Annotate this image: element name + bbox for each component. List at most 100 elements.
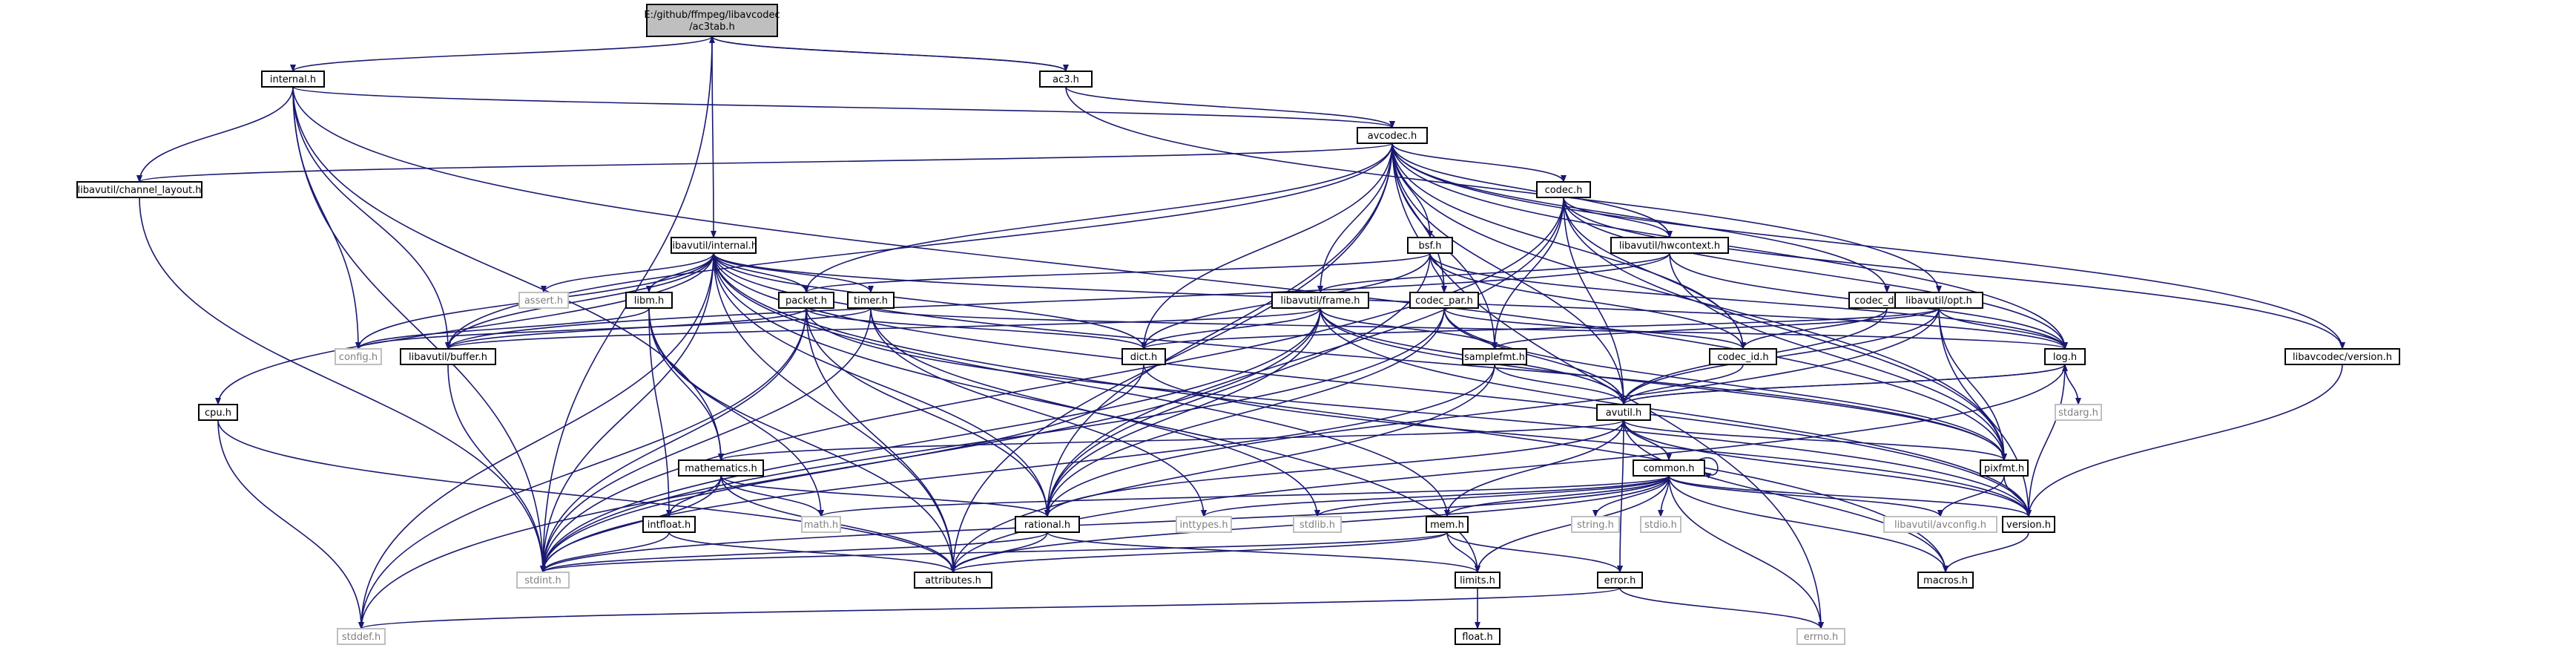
edge-hwctx-to-frame [1317,252,1670,293]
node-chlayout[interactable]: libavutil/channel_layout.h [76,181,202,198]
node-hwctx[interactable]: libavutil/hwcontext.h [1610,237,1729,254]
node-float[interactable]: float.h [1455,628,1501,645]
edge-chlayout-to-stdint [139,197,546,573]
node-label: stdint.h [524,575,561,586]
node-bsf[interactable]: bsf.h [1407,237,1453,254]
node-assert: assert.h [518,292,569,309]
node-box [1980,459,2029,477]
edge-mem-to-error [1446,531,1623,573]
edge-avcodec-to-chlayout [136,143,1393,183]
node-internal[interactable]: internal.h [261,71,325,88]
node-buffer[interactable]: libavutil/buffer.h [400,348,496,365]
node-box [1293,516,1342,533]
node-dict[interactable]: dict.h [1121,348,1166,365]
edge-common-to-mem [1444,475,1670,517]
node-string: string.h [1571,516,1620,533]
edge-pixfmt-to-avconfig [1937,475,2005,517]
edge-lavuint-to-stdint [540,252,714,573]
node-common[interactable]: common.h [1633,459,1705,477]
node-macros[interactable]: macros.h [1917,572,1974,589]
node-cpu[interactable]: cpu.h [198,404,238,421]
node-config: config.h [335,348,382,365]
edge-avcodec-to-buffer [445,143,1393,350]
node-version[interactable]: version.h [2002,516,2055,533]
node-box [646,4,778,37]
node-intfloat[interactable]: intfloat.h [642,516,696,533]
edge-avutil-to-mathematics [718,419,1624,461]
edge-lavuint-to-libm [646,252,714,293]
edge-opt-to-dict [1141,307,1940,350]
node-avutil[interactable]: avutil.h [1596,404,1651,421]
node-box [1357,127,1428,144]
node-codecpar[interactable]: codec_par.h [1409,292,1479,309]
node-label: math.h [804,520,838,531]
node-root[interactable]: E:/github/ffmpeg/libavcodec/ac3tab.h [644,4,780,37]
edge-common-to-avconfig [1668,475,1943,517]
node-box [801,516,841,533]
node-label: rational.h [1024,520,1070,531]
node-codecid[interactable]: codec_id.h [1709,348,1777,365]
edge-mem-to-limits [1446,531,1480,573]
node-label: avcodec.h [1368,131,1417,142]
edge-lavuint-to-cpu [215,252,714,405]
node-box [1455,572,1501,589]
edge-frame-to-pixfmt [1320,307,2007,461]
node-avcodec[interactable]: avcodec.h [1357,127,1428,144]
node-box [198,404,238,421]
edge-mem-to-stdint [540,531,1448,573]
edge-opt-to-rational [1044,307,1940,517]
nodes-layer: E:/github/ffmpeg/libavcodec/ac3tab.h inte… [76,4,2400,645]
edge-ac3-to-root [709,36,1067,72]
edge-avcodec-to-dict [1141,143,1393,350]
node-ac3[interactable]: ac3.h [1039,71,1093,88]
node-mathematics[interactable]: mathematics.h [678,459,764,477]
node-box [1883,516,1997,533]
edge-version-to-macros [1943,531,2029,573]
node-label: codec_par.h [1415,295,1473,307]
node-label: common.h [1644,463,1695,474]
node-box [518,292,569,309]
edge-common-to-inttypes [1201,475,1670,517]
edge-timer-to-inttypes [870,307,1207,517]
node-attributes[interactable]: attributes.h [914,572,992,589]
node-box [914,572,992,589]
node-mem[interactable]: mem.h [1426,516,1469,533]
node-stdio: stdio.h [1640,516,1681,533]
node-codec[interactable]: codec.h [1536,181,1591,198]
edge-avutil-to-pixfmt [1623,419,2007,461]
node-packet[interactable]: packet.h [778,292,834,309]
node-limits[interactable]: limits.h [1455,572,1501,589]
node-libm[interactable]: libm.h [625,292,673,309]
edge-packet-to-rational [806,307,1050,517]
node-log[interactable]: log.h [2044,348,2086,365]
edge-lavuint-to-assert [541,252,714,293]
node-rational[interactable]: rational.h [1015,516,1080,533]
edge-samplefmt-to-stdint [540,364,1495,573]
node-pixfmt[interactable]: pixfmt.h [1980,459,2029,477]
node-opt[interactable]: libavutil/opt.h [1894,292,1983,309]
node-box [625,292,673,309]
node-box [1917,572,1974,589]
edge-opt-to-avutil [1621,307,1940,405]
node-frame[interactable]: libavutil/frame.h [1271,292,1369,309]
edge-common-to-string [1592,475,1670,517]
edge-packet-to-stddef [358,307,807,629]
edge-internal-to-stdint [292,86,546,573]
node-error[interactable]: error.h [1597,572,1643,589]
node-lavuint[interactable]: libavutil/internal.h [670,237,757,254]
edge-libm-to-intfloat [648,307,672,517]
node-samplefmt[interactable]: samplefmt.h [1462,348,1527,365]
edge-frame-to-buffer [445,307,1321,350]
node-label: stdlib.h [1299,520,1335,531]
edge-error-to-errno [1619,587,1824,629]
node-box [1596,404,1651,421]
node-label: libavutil/internal.h [670,240,757,252]
node-label: timer.h [854,295,888,307]
node-lavcver[interactable]: libavcodec/version.h [2285,348,2400,365]
edge-mathematics-to-stdint [540,475,722,573]
node-box [1121,348,1166,365]
node-box [1894,292,1983,309]
edge-avcodec-to-lavcver [1391,143,2345,350]
node-timer[interactable]: timer.h [847,292,895,309]
node-box [1796,628,1845,645]
